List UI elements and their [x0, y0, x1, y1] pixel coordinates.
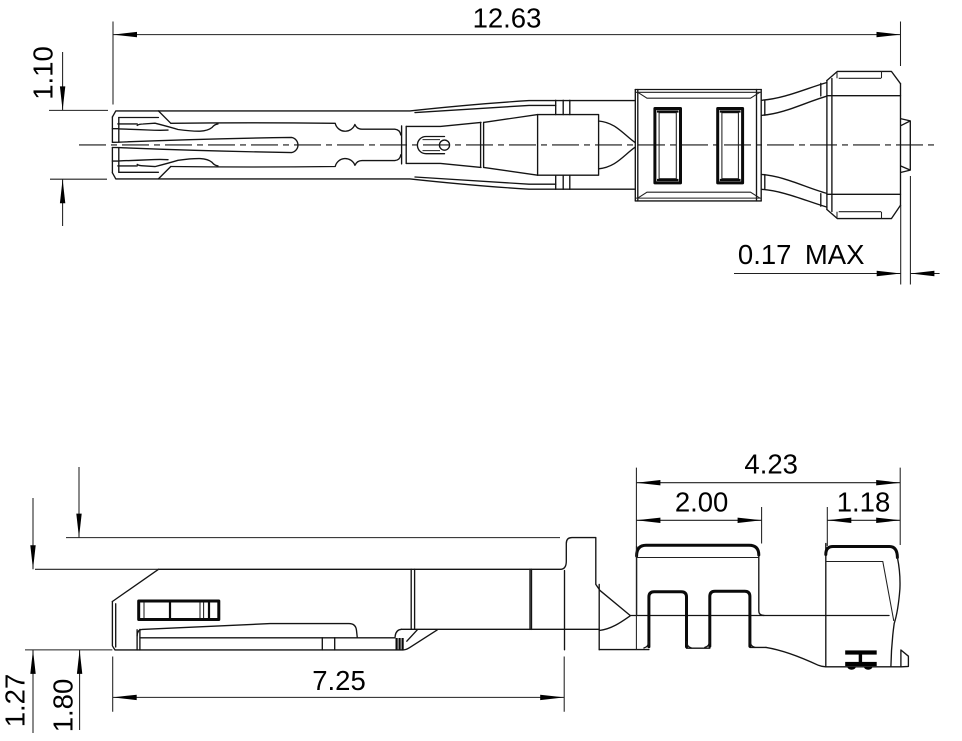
svg-text:1.18: 1.18 [837, 487, 891, 518]
svg-text:12.63: 12.63 [473, 2, 542, 33]
svg-text:1.27: 1.27 [0, 674, 31, 728]
svg-text:0.17: 0.17 [738, 239, 792, 270]
svg-text:4.23: 4.23 [744, 448, 798, 479]
svg-text:2.00: 2.00 [675, 487, 729, 518]
svg-text:7.25: 7.25 [312, 665, 366, 696]
svg-text:1.10: 1.10 [28, 46, 59, 100]
svg-text:1.80: 1.80 [48, 679, 79, 733]
svg-text:MAX: MAX [805, 239, 865, 270]
